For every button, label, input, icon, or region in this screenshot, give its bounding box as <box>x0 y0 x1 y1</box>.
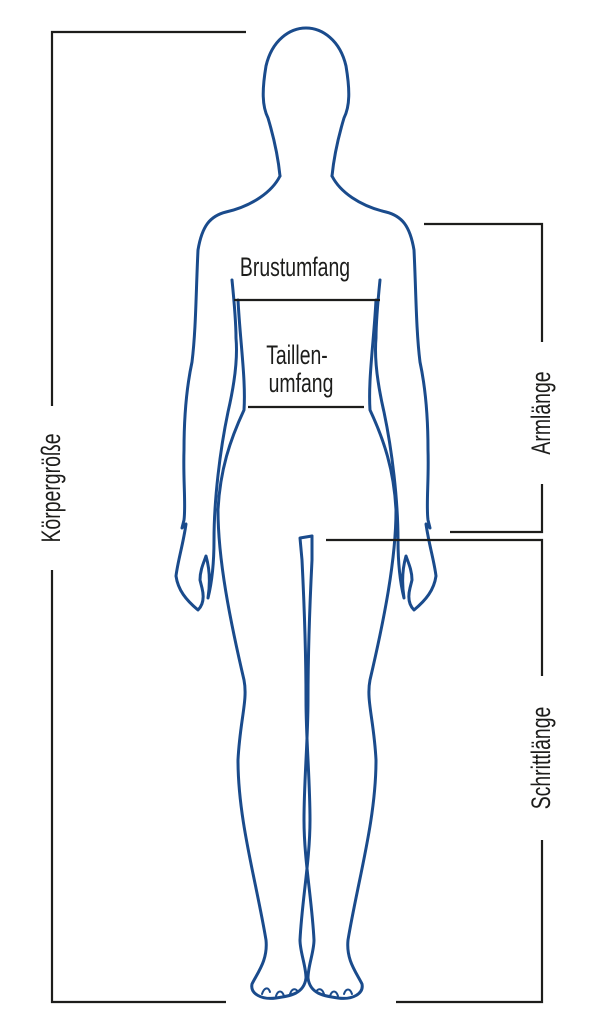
arm-length-bracket <box>424 222 544 534</box>
head-outline <box>261 26 351 178</box>
left-foot-toes <box>261 987 299 997</box>
chest-label: Brustumfang <box>240 252 350 282</box>
waist-label-line2: umfang <box>269 368 334 398</box>
height-label: Körpergröße <box>36 433 66 542</box>
waist-label-line1: Taillen- <box>266 340 328 370</box>
right-foot-toes <box>315 988 353 997</box>
right-arm-outline <box>330 174 438 612</box>
inseam-label: Schrittlänge <box>526 707 556 810</box>
left-arm-outline <box>174 174 282 612</box>
left-leg-outer-outline <box>216 298 308 1000</box>
body-silhouette <box>174 26 438 1000</box>
arm-length-label: Armlänge <box>526 371 556 454</box>
height-bracket <box>50 30 246 1004</box>
inseam-bracket <box>326 538 544 1004</box>
right-leg-inner-outline <box>302 298 398 1000</box>
